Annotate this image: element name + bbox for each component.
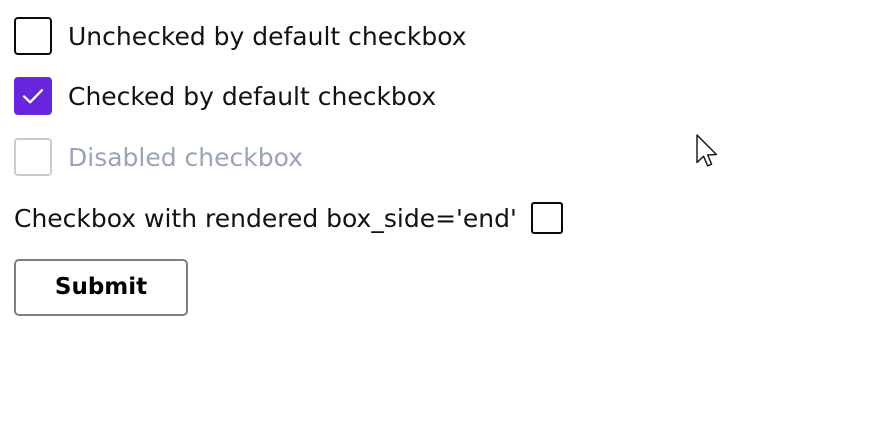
checkbox-label-box-side-end: Checkbox with rendered box_side='end' <box>14 203 517 233</box>
checkbox-box-checked-by-default[interactable] <box>14 77 52 115</box>
checkbox-box-unchecked-by-default[interactable] <box>14 17 52 55</box>
checkbox-label-disabled: Disabled checkbox <box>68 142 303 172</box>
checkbox-label-checked-by-default: Checked by default checkbox <box>68 81 437 111</box>
submit-button[interactable]: Submit <box>14 259 188 316</box>
checkbox-row-unchecked-by-default[interactable]: Unchecked by default checkbox <box>14 17 467 55</box>
checkbox-box-disabled <box>14 138 52 176</box>
checkbox-row-checked-by-default[interactable]: Checked by default checkbox <box>14 77 436 115</box>
check-mark-icon <box>22 89 44 104</box>
checkbox-row-box-side-end[interactable]: Checkbox with rendered box_side='end' <box>14 199 563 237</box>
checkbox-label-unchecked-by-default: Unchecked by default checkbox <box>68 21 467 51</box>
checkbox-box-box-side-end[interactable] <box>530 202 563 234</box>
checkbox-row-disabled: Disabled checkbox <box>14 138 303 176</box>
